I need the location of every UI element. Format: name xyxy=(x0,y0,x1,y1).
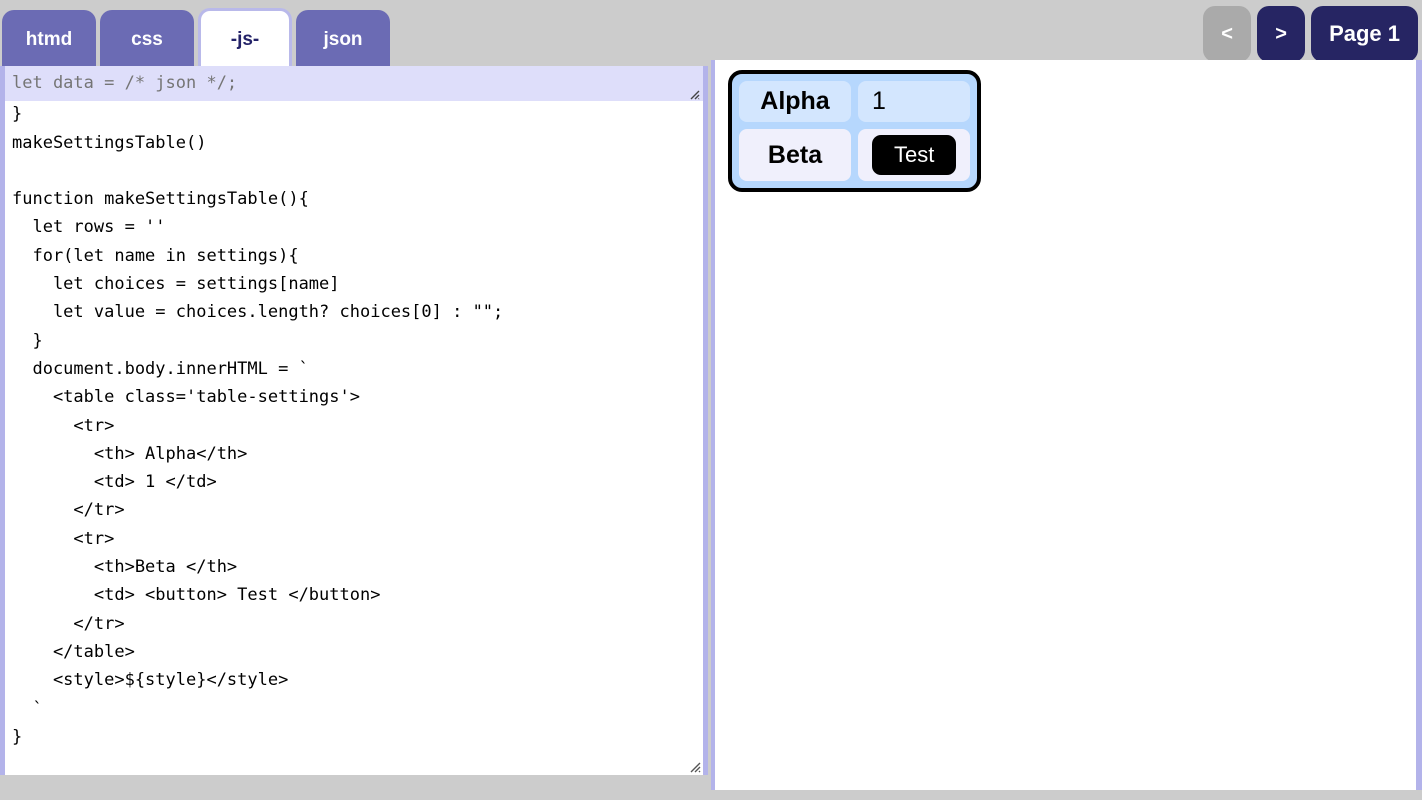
code-editor-pane xyxy=(0,66,708,775)
resize-grip-icon[interactable] xyxy=(687,759,701,773)
setting-name-alpha: Alpha xyxy=(739,81,851,122)
table-row: Beta Test xyxy=(739,129,971,181)
code-editor-textarea[interactable] xyxy=(5,66,703,775)
top-bar: htmd css -js- json < > Page 1 xyxy=(0,0,1422,68)
preview-pane: Alpha 1 Beta Test xyxy=(711,60,1422,790)
resize-grip-icon[interactable] xyxy=(688,88,700,100)
page-navigation: < > Page 1 xyxy=(1203,6,1418,62)
previous-page-button[interactable]: < xyxy=(1203,6,1252,62)
settings-table: Alpha 1 Beta Test xyxy=(728,70,982,192)
setting-value-beta: Test xyxy=(858,129,971,181)
editor-tab-list: htmd css -js- json xyxy=(2,8,390,68)
tab-json[interactable]: json xyxy=(296,10,390,68)
table-row: Alpha 1 xyxy=(739,81,971,122)
tab-js[interactable]: -js- xyxy=(198,8,292,68)
setting-name-beta: Beta xyxy=(739,129,851,181)
setting-value-alpha: 1 xyxy=(858,81,971,122)
json-data-input[interactable] xyxy=(5,66,703,101)
tab-css[interactable]: css xyxy=(100,10,194,68)
json-data-overlay xyxy=(0,66,708,101)
test-button[interactable]: Test xyxy=(872,135,957,175)
tab-htmd[interactable]: htmd xyxy=(2,10,96,68)
next-page-button[interactable]: > xyxy=(1257,6,1306,62)
page-indicator-button[interactable]: Page 1 xyxy=(1311,6,1418,62)
